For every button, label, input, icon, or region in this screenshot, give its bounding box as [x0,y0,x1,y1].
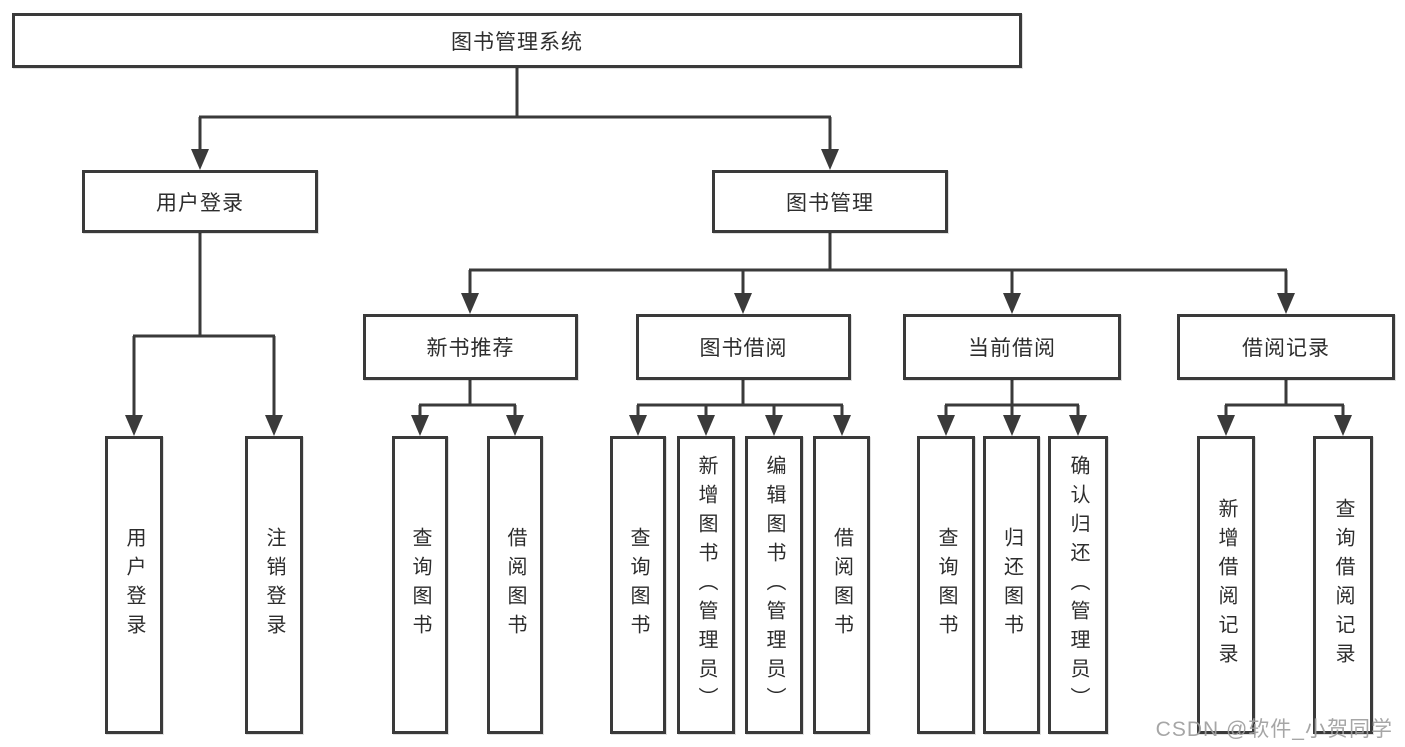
node-book-borrowing-label: 图书借阅 [699,337,788,360]
leaf-edit-books-admin: 编辑图书（管理员） [745,436,803,734]
node-borrowing-records-label: 借阅记录 [1242,337,1330,360]
leaf-user-login: 用户登录 [105,436,163,734]
node-borrowing-records: 借阅记录 [1177,314,1395,380]
leaf-add-borrow-record: 新增借阅记录 [1197,436,1255,734]
leaf-borrow-books-borrowing-label: 借阅图书 [830,527,853,643]
leaf-confirm-return-admin-label: 确认归还（管理员） [1067,454,1089,716]
leaf-add-borrow-record-label: 新增借阅记录 [1215,498,1237,672]
leaf-confirm-return-admin: 确认归还（管理员） [1048,436,1108,734]
node-library-management-system: 图书管理系统 [12,13,1022,68]
leaf-query-books-current-label: 查询图书 [935,527,957,643]
node-current-borrowing-label: 当前借阅 [968,337,1056,360]
node-user-login-branch-label: 用户登录 [156,191,244,215]
leaf-borrow-books-recommend: 借阅图书 [487,436,543,734]
leaf-query-books-recommend: 查询图书 [392,436,448,734]
leaf-logout-login: 注销登录 [245,436,303,734]
arrowheads [125,149,1352,436]
csdn-watermark: CSDN @软件_小贺同学 [1155,718,1393,741]
leaf-borrow-books-borrowing: 借阅图书 [813,436,870,734]
leaf-query-borrow-record: 查询借阅记录 [1313,436,1373,734]
node-library-management-system-label: 图书管理系统 [451,30,583,54]
leaf-edit-books-admin-label: 编辑图书（管理员） [763,454,785,716]
leaf-return-books-label: 归还图书 [1000,527,1023,643]
node-book-management-branch: 图书管理 [712,170,948,233]
node-user-login-branch: 用户登录 [82,170,318,233]
leaf-borrow-books-recommend-label: 借阅图书 [504,527,526,643]
leaf-add-books-admin-label: 新增图书（管理员） [695,454,717,716]
node-new-book-recommend: 新书推荐 [363,314,578,380]
leaf-add-books-admin: 新增图书（管理员） [677,436,735,734]
leaf-logout-login-label: 注销登录 [263,527,285,643]
leaf-query-books-borrowing: 查询图书 [610,436,666,734]
node-book-management-branch-label: 图书管理 [786,191,874,215]
node-book-borrowing: 图书借阅 [636,314,851,380]
node-current-borrowing: 当前借阅 [903,314,1121,380]
leaf-return-books: 归还图书 [983,436,1040,734]
leaf-query-books-borrowing-label: 查询图书 [627,527,649,643]
node-new-book-recommend-label: 新书推荐 [426,337,515,360]
leaf-query-books-current: 查询图书 [917,436,975,734]
leaf-query-borrow-record-label: 查询借阅记录 [1332,498,1354,672]
leaf-query-books-recommend-label: 查询图书 [409,527,431,643]
leaf-user-login-label: 用户登录 [123,527,145,643]
